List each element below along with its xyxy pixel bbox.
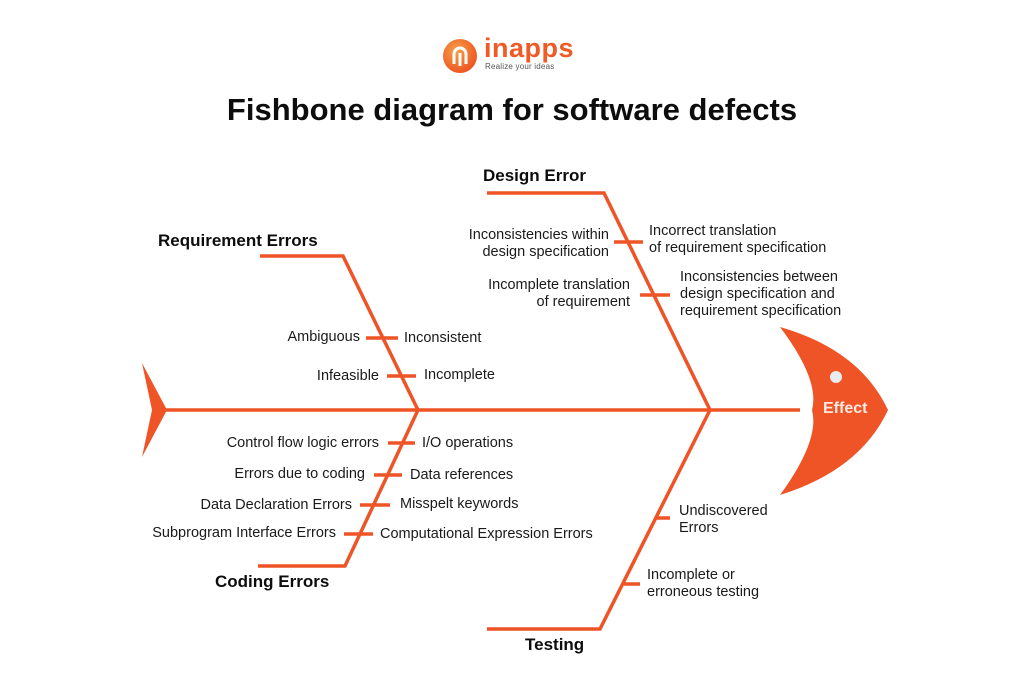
bone-testing: [487, 409, 712, 631]
cause-inconsistencies-within-design: Inconsistencies within design specificat…: [468, 227, 609, 260]
cause-misspelt-keywords: Misspelt keywords: [400, 496, 519, 512]
fish-head-icon: [780, 327, 888, 495]
cause-incomplete-translation: Incomplete translation of requirement: [488, 277, 630, 310]
category-coding-errors: Coding Errors: [215, 572, 330, 591]
cause-incomplete-testing: Incomplete or erroneous testing: [647, 567, 760, 600]
cause-io-operations: I/O operations: [422, 435, 514, 451]
cause-subprogram-interface: Subprogram Interface Errors: [152, 525, 336, 541]
category-testing: Testing: [525, 635, 585, 654]
brand-name: inapps: [484, 33, 575, 63]
logo-mark-icon: [443, 39, 477, 73]
bone-requirement: [260, 254, 420, 411]
cause-data-declaration: Data Declaration Errors: [200, 497, 353, 513]
cause-undiscovered-errors: Undiscovered Errors: [679, 503, 768, 536]
bone-coding: [258, 409, 420, 568]
cause-inconsistent: Inconsistent: [404, 330, 482, 346]
cause-infeasible: Infeasible: [316, 368, 379, 384]
cause-computational-expression: Computational Expression Errors: [380, 526, 593, 542]
cause-incomplete: Incomplete: [424, 367, 495, 383]
brand-tagline: Realize your ideas: [485, 62, 555, 71]
cause-errors-due-to-coding: Errors due to coding: [234, 466, 365, 482]
cause-ambiguous: Ambiguous: [287, 329, 360, 345]
fish-eye-icon: [830, 371, 842, 383]
cause-incorrect-translation: Incorrect translation of requirement spe…: [649, 223, 827, 256]
fish-tail-icon: [142, 363, 167, 457]
brand-logo: inapps Realize your ideas: [441, 33, 591, 77]
cause-data-references: Data references: [410, 467, 514, 483]
category-design-error: Design Error: [483, 166, 586, 185]
effect-label: Effect: [823, 400, 868, 417]
cause-inconsistencies-between: Inconsistencies between design specifica…: [680, 269, 842, 319]
bone-design: [487, 191, 712, 411]
category-requirement-errors: Requirement Errors: [158, 231, 318, 250]
page-title: Fishbone diagram for software defects: [226, 92, 798, 127]
cause-control-flow-logic: Control flow logic errors: [226, 435, 379, 451]
